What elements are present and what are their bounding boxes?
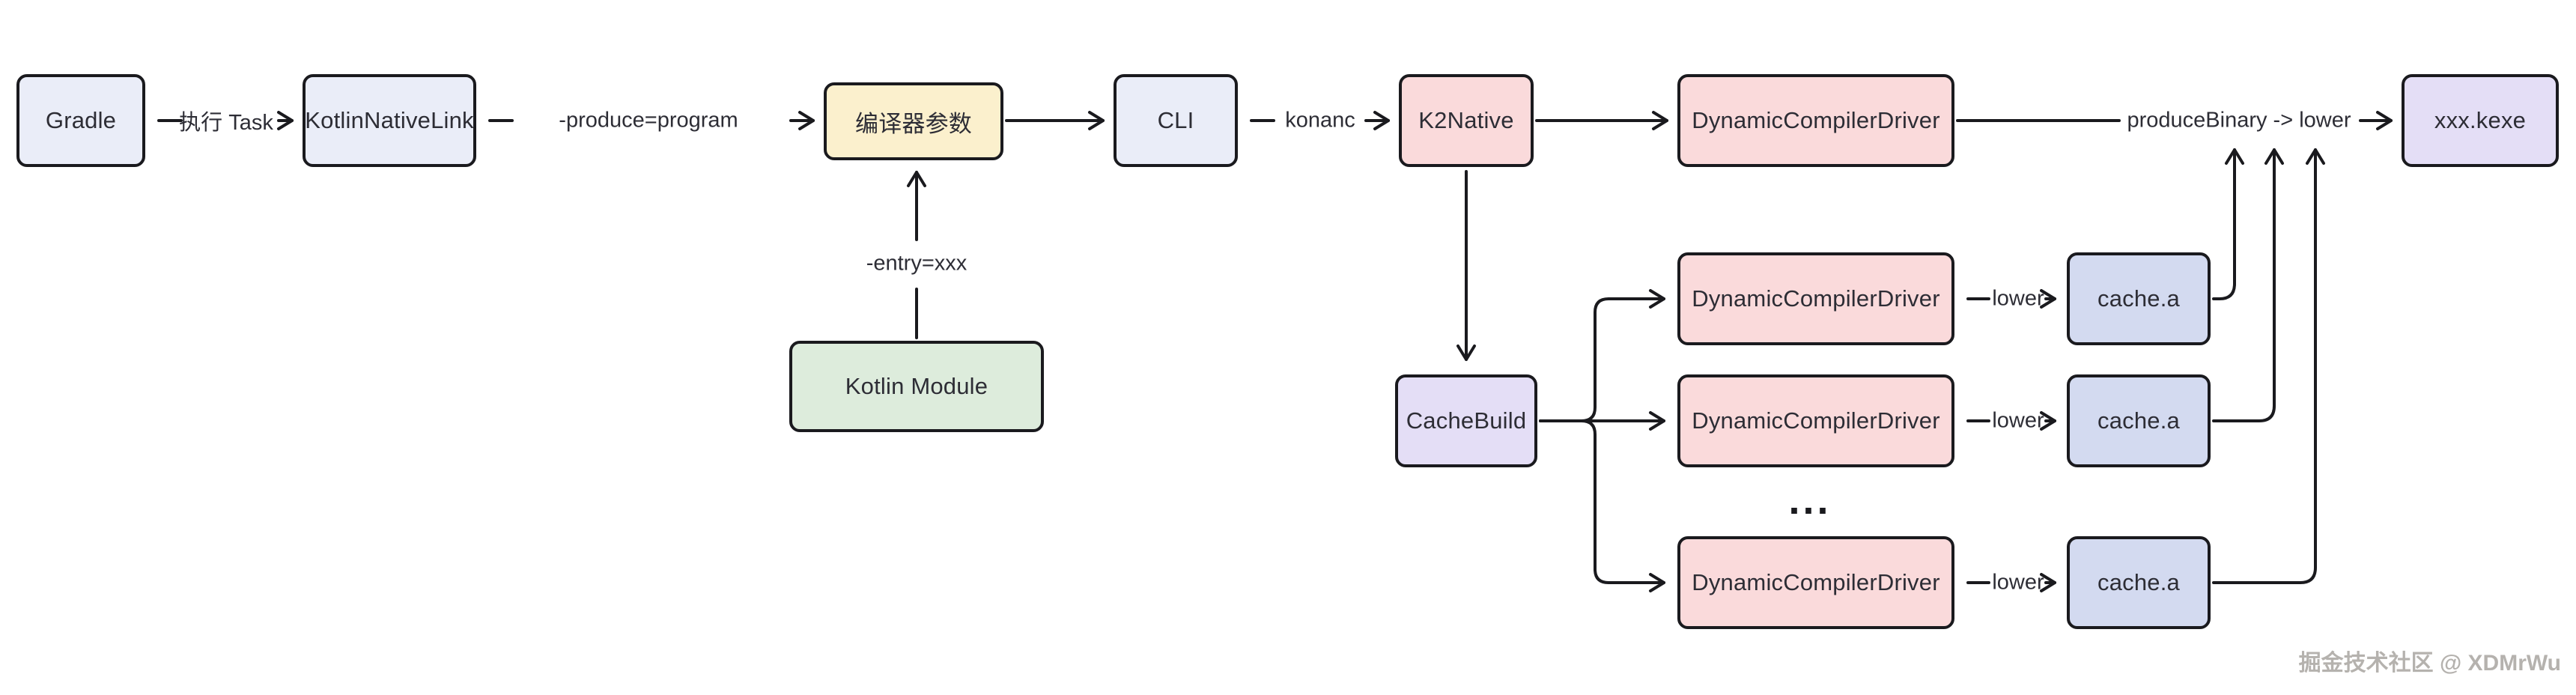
node-cli-label: CLI — [1157, 107, 1194, 133]
node-xxx-kexe: xxx.kexe — [2402, 74, 2559, 167]
edge-label-exec-task: 执行 Task — [179, 111, 273, 135]
node-dcd-row2-label: DynamicCompilerDriver — [1692, 407, 1940, 434]
edge-label-konanc: konanc — [1285, 108, 1355, 133]
node-dynamiccompilerdriver-top: DynamicCompilerDriver — [1677, 74, 1954, 167]
node-dcd-top-label: DynamicCompilerDriver — [1692, 107, 1940, 133]
node-k2native-label: K2Native — [1418, 107, 1514, 133]
node-cache-a-row1: cache.a — [2067, 252, 2211, 345]
edge-label-entry-xxx: -entry=xxx — [866, 251, 967, 276]
node-cache-a-row3: cache.a — [2067, 536, 2211, 629]
node-k2native: K2Native — [1399, 74, 1534, 167]
edge-label-lower-1: lower — [1992, 286, 2044, 311]
watermark-text: 掘金技术社区 @ XDMrWu — [2298, 651, 2561, 676]
node-compiler-params: 编译器参数 — [824, 82, 1003, 160]
node-cli: CLI — [1114, 74, 1238, 167]
node-cache-a2-label: cache.a — [2097, 407, 2180, 434]
edge-label-lower-2: lower — [1992, 408, 2044, 433]
node-dcd-row1-label: DynamicCompilerDriver — [1692, 285, 1940, 312]
node-cachebuild: CacheBuild — [1395, 374, 1537, 467]
node-dynamiccompilerdriver-row2: DynamicCompilerDriver — [1677, 374, 1954, 467]
node-kotlinnativelink: KotlinNativeLink — [303, 74, 476, 167]
edge-cachea2-up — [2212, 148, 2284, 422]
node-gradle: Gradle — [16, 74, 145, 167]
node-gradle-label: Gradle — [45, 107, 117, 133]
node-cache-a1-label: cache.a — [2097, 285, 2180, 312]
node-xxx-kexe-label: xxx.kexe — [2434, 107, 2527, 133]
node-dcd-row3-label: DynamicCompilerDriver — [1692, 569, 1940, 595]
edge-cachea1-up — [2212, 148, 2244, 300]
node-cachebuild-label: CacheBuild — [1406, 407, 1527, 434]
edge-cachebuild-to-dcd3 — [1539, 419, 1665, 592]
edge-cachea3-up — [2212, 148, 2325, 584]
edge-label-lower-3: lower — [1992, 570, 2044, 595]
edge-cachebuild-to-dcd1 — [1539, 289, 1665, 422]
edge-label-produce-program: -produce=program — [559, 108, 738, 133]
node-kotlinnativelink-label: KotlinNativeLink — [305, 107, 474, 133]
node-cache-a3-label: cache.a — [2097, 569, 2180, 595]
node-cache-a-row2: cache.a — [2067, 374, 2211, 467]
node-kotlin-module-label: Kotlin Module — [845, 373, 988, 399]
node-dynamiccompilerdriver-row1: DynamicCompilerDriver — [1677, 252, 1954, 345]
edge-label-produce-binary-lower: produceBinary -> lower — [2127, 108, 2351, 133]
node-compiler-params-label: 编译器参数 — [855, 110, 972, 137]
node-kotlin-module: Kotlin Module — [789, 341, 1044, 432]
node-dynamiccompilerdriver-row3: DynamicCompilerDriver — [1677, 536, 1954, 629]
